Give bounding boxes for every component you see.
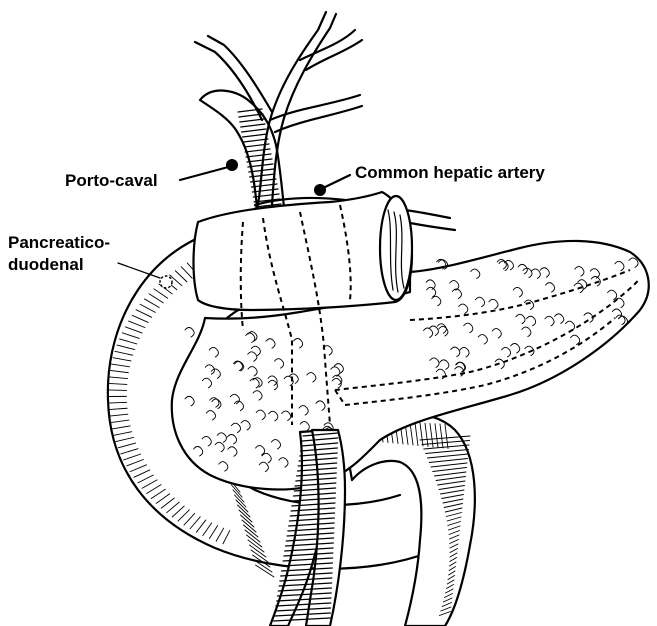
duodenum-ridge bbox=[110, 414, 128, 416]
duodenum-ridge bbox=[108, 402, 126, 403]
common-hepatic-artery-marker bbox=[314, 184, 326, 196]
duodenum-ridge bbox=[216, 528, 223, 541]
porto-caval-label: Porto-caval bbox=[65, 171, 158, 190]
duodenum-ridge bbox=[116, 437, 134, 441]
duodenum-ridge bbox=[125, 327, 142, 333]
duodenum-ridge bbox=[112, 426, 130, 429]
label-porto-caval: Porto-caval bbox=[65, 159, 238, 190]
duodenum-ridge bbox=[121, 449, 138, 454]
duodenum-ridge bbox=[181, 267, 192, 278]
duodenum-ridge bbox=[117, 345, 135, 349]
duodenum-ridge bbox=[232, 485, 243, 497]
duodenum-ridge bbox=[136, 310, 152, 318]
duodenum-ridge bbox=[233, 490, 244, 502]
duodenum-ridge bbox=[122, 333, 139, 339]
duodenum-ridge bbox=[120, 339, 137, 344]
duodenum-ridge bbox=[178, 510, 189, 521]
duodenum-ridge bbox=[111, 364, 129, 367]
duodenum-ridge bbox=[156, 494, 170, 504]
duodenum-ridge bbox=[110, 370, 128, 372]
label-pancreaticoduodenal: Pancreatico- duodenal bbox=[8, 233, 172, 288]
pancreas-lobule bbox=[185, 328, 194, 338]
duodenum-ridge bbox=[138, 475, 153, 483]
duodenum-ridge bbox=[124, 454, 141, 460]
duodenum-ridge bbox=[109, 377, 127, 379]
duodenum-ridge bbox=[147, 485, 162, 494]
duodenum-ridge bbox=[190, 517, 200, 529]
duodenum-ridge bbox=[196, 520, 206, 532]
duodenum-ridge bbox=[151, 489, 165, 498]
duodenum-ridge bbox=[209, 526, 217, 539]
duodenum-ridge bbox=[142, 480, 157, 488]
pancreatico-label-line1: Pancreatico- bbox=[8, 233, 110, 252]
duodenum-ridge bbox=[203, 523, 212, 536]
common-hepatic-artery-label: Common hepatic artery bbox=[355, 163, 545, 182]
duodenum-ridge bbox=[115, 351, 133, 355]
duodenum-ridge bbox=[236, 500, 248, 512]
duodenum-ridge bbox=[114, 432, 132, 436]
label-common-hepatic-artery: Common hepatic artery bbox=[314, 163, 545, 196]
duodenum-ridge bbox=[130, 465, 146, 472]
duodenum-ridge bbox=[167, 502, 180, 513]
porto-caval-marker bbox=[226, 159, 238, 171]
duodenum-ridge bbox=[129, 321, 145, 328]
pancreaticoduodenal-marker bbox=[160, 276, 172, 288]
duodenum-ridge bbox=[235, 495, 247, 507]
duodenum-ridge bbox=[184, 513, 195, 525]
duodenum-ridge bbox=[144, 299, 159, 308]
duodenum-ridge bbox=[154, 289, 168, 298]
duodenum-ridge bbox=[111, 420, 129, 422]
duodenum-ridge bbox=[113, 358, 131, 361]
duodenum-ridge bbox=[108, 383, 126, 384]
pancreatico-label-line2: duodenal bbox=[8, 255, 84, 274]
duodenum-ridge bbox=[175, 271, 187, 282]
duodenum-ridge bbox=[134, 470, 150, 477]
duodenum-ridge bbox=[109, 408, 127, 409]
duodenum-ridge bbox=[127, 460, 144, 466]
duodenum-ridge bbox=[238, 505, 251, 517]
duodenum-ridge bbox=[172, 506, 184, 517]
duodenum-ridge bbox=[132, 315, 148, 322]
duodenum-ridge bbox=[223, 530, 230, 543]
duodenum-ridge bbox=[118, 443, 135, 448]
duodenum-ridge bbox=[149, 294, 163, 303]
duodenum-ridge bbox=[140, 304, 155, 312]
duodenum-ridge bbox=[161, 498, 174, 508]
